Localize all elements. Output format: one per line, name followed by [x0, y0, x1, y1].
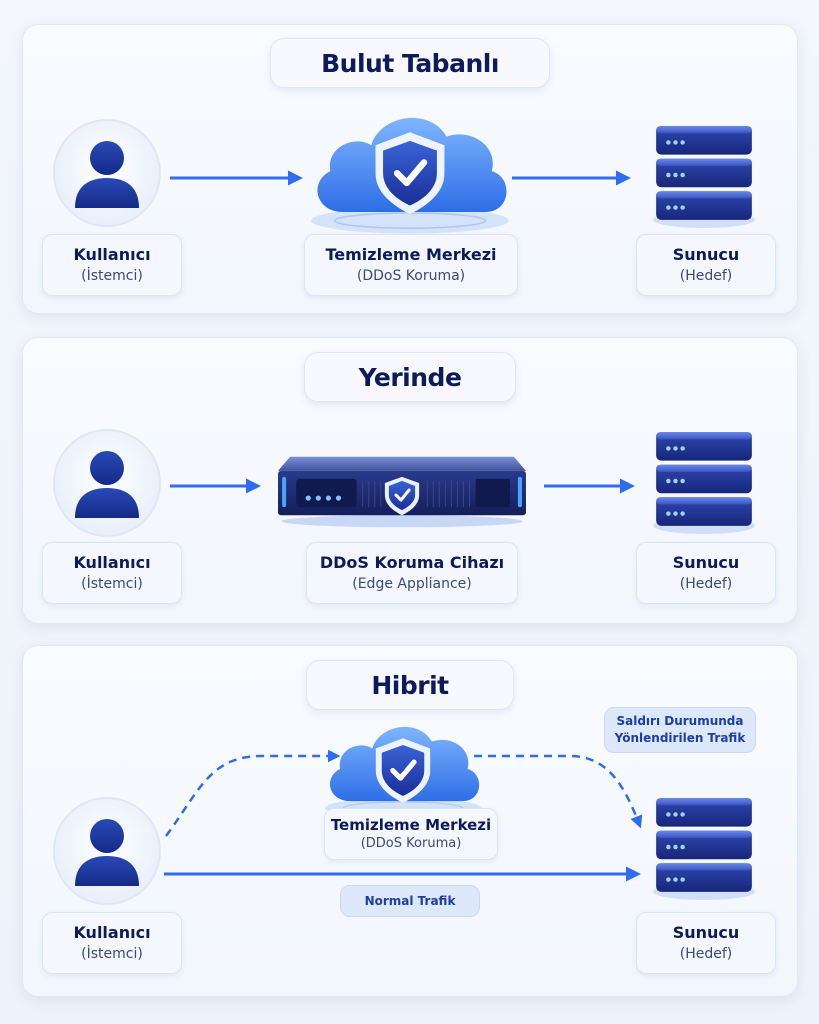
section-title-on-premise: Yerinde	[304, 352, 516, 402]
client-role: (İstemci)	[81, 576, 143, 592]
scrubbing-center-role: (DDoS Koruma)	[360, 836, 462, 851]
server-label: Sunucu (Hedef)	[636, 912, 776, 974]
server-role: (Hedef)	[679, 576, 733, 592]
attack-redirect-line2: Yönlendirilen Trafik	[614, 731, 746, 745]
server-name: Sunucu	[672, 553, 740, 572]
normal-traffic-label: Normal Trafik	[340, 885, 480, 917]
appliance-label: DDoS Koruma Cihazı (Edge Appliance)	[306, 542, 518, 604]
server-label: Sunucu (Hedef)	[636, 234, 776, 296]
client-label: Kullanıcı (İstemci)	[42, 912, 182, 974]
server-name: Sunucu	[672, 245, 740, 264]
client-label: Kullanıcı (İstemci)	[42, 234, 182, 296]
scrubbing-center-role: (DDoS Koruma)	[356, 268, 466, 284]
client-role: (İstemci)	[81, 946, 143, 962]
scrubbing-center-name: Temizleme Merkezi	[330, 816, 492, 834]
client-label: Kullanıcı (İstemci)	[42, 542, 182, 604]
client-role: (İstemci)	[81, 268, 143, 284]
scrubbing-center-label: Temizleme Merkezi (DDoS Koruma)	[324, 808, 498, 860]
attack-redirect-line1: Saldırı Durumunda	[616, 714, 744, 728]
appliance-role: (Edge Appliance)	[352, 576, 472, 592]
client-name: Kullanıcı	[73, 923, 151, 942]
server-label: Sunucu (Hedef)	[636, 542, 776, 604]
client-name: Kullanıcı	[73, 553, 151, 572]
scrubbing-center-name: Temizleme Merkezi	[325, 245, 497, 264]
section-title-hybrid: Hibrit	[306, 660, 514, 710]
appliance-name: DDoS Koruma Cihazı	[319, 553, 505, 572]
normal-traffic-text: Normal Trafik	[364, 893, 456, 908]
server-role: (Hedef)	[679, 946, 733, 962]
scrubbing-center-label: Temizleme Merkezi (DDoS Koruma)	[304, 234, 518, 296]
section-title-cloud: Bulut Tabanlı	[270, 38, 550, 88]
server-role: (Hedef)	[679, 268, 733, 284]
client-name: Kullanıcı	[73, 245, 151, 264]
server-name: Sunucu	[672, 923, 740, 942]
attack-redirect-label: Saldırı Durumunda Yönlendirilen Trafik	[604, 707, 756, 753]
